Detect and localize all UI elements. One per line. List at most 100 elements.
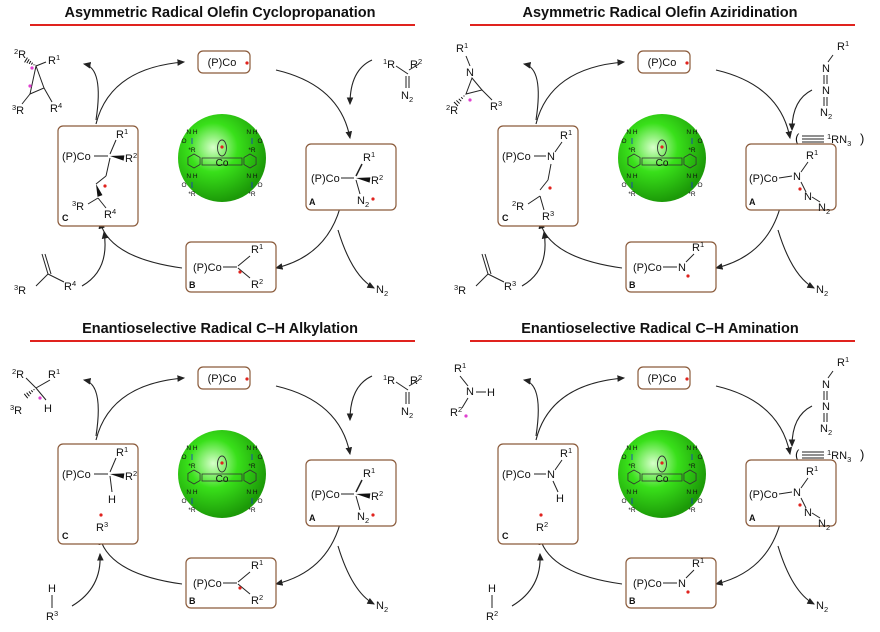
box-A-r2: R2	[371, 173, 383, 187]
box-B-text: (P)Co	[193, 578, 222, 590]
box-A-n2: N	[804, 191, 812, 203]
prod-r2: 2R	[446, 103, 458, 117]
box-A-n1: N	[793, 171, 801, 183]
arrow-to-B	[274, 523, 341, 586]
aryl-ring	[627, 469, 641, 485]
azide-paren-label: 1RN3	[827, 132, 851, 148]
arrow-to-B	[714, 523, 781, 586]
panel-title: Asymmetric Radical Olefin Aziridination	[522, 5, 798, 21]
stereo-dot	[464, 414, 468, 418]
panel-alkylation: Enantioselective Radical C–H Alkylation …	[0, 316, 440, 632]
arrow-to-C	[98, 220, 183, 269]
box-A	[305, 143, 397, 211]
amide-oxygen: O	[621, 454, 626, 461]
box-A-n3: N2	[818, 202, 830, 216]
box-B-r1: R1	[251, 242, 263, 256]
ch-r: R3	[46, 609, 58, 623]
box-C-r2: 2R	[512, 199, 524, 213]
box-A-radical	[798, 187, 802, 191]
box-C	[57, 443, 139, 545]
amide-nh: N H	[626, 129, 638, 136]
panel-title: Enantioselective Radical C–H Alkylation	[82, 321, 358, 337]
catalyst-radical	[685, 61, 689, 65]
amide-oxygen: O	[181, 138, 186, 145]
n2-release-arrow	[337, 229, 375, 289]
box-A-n2: N2	[357, 195, 369, 209]
bond-line	[109, 139, 117, 155]
catalyst-box	[197, 50, 251, 74]
bond-line	[395, 65, 409, 75]
bond-line	[109, 457, 117, 473]
catalyst-label: (P)Co	[208, 57, 237, 69]
bond-line	[778, 175, 793, 179]
amide-oxygen: O	[697, 182, 702, 189]
box-C-radical	[539, 513, 543, 517]
box-A-r2: R2	[371, 489, 383, 503]
porphyrin-plane	[201, 473, 243, 482]
box-A	[745, 143, 837, 211]
box-C-text: (P)Co	[502, 151, 531, 163]
product-arrow	[82, 62, 99, 121]
prod-r2: 2R	[12, 367, 24, 381]
cobalt-label: Co	[656, 474, 669, 485]
box-A-r1: R1	[806, 464, 818, 478]
prod-r1: R1	[456, 41, 468, 55]
azide-n3: N2	[820, 107, 832, 121]
amide-oxygen: O	[697, 498, 702, 505]
stereo-dot	[28, 84, 32, 88]
panel-amination: Enantioselective Radical C–H Amination C…	[440, 316, 880, 632]
chiral-r: *R	[188, 191, 196, 198]
box-C-r4: R4	[104, 207, 116, 221]
stereo-dot	[38, 396, 42, 400]
catalyst-label: (P)Co	[648, 373, 677, 385]
box-A-n2: N	[804, 507, 812, 519]
substrate-arrow	[81, 230, 109, 287]
box-C-h: H	[108, 494, 116, 506]
chiral-r: *R	[628, 463, 636, 470]
amide-oxygen: O	[257, 454, 262, 461]
hash-mark	[463, 95, 465, 97]
catalyst-radical	[245, 61, 249, 65]
box-A-label: A	[749, 513, 756, 523]
prod-n: N	[466, 386, 474, 398]
cobalt-label: Co	[656, 158, 669, 169]
porphyrin-plane	[641, 157, 683, 166]
orbital-lobe	[657, 455, 667, 473]
cobalt-radical-dot	[220, 461, 224, 465]
substrate-arrow	[521, 230, 549, 287]
bond-line	[395, 381, 409, 391]
box-C-r1: R1	[116, 445, 128, 459]
catalytic-cycle: CoN HO*RN HO*RN HO*RN HO*R(P)CoN2R1NNN2(…	[446, 39, 864, 298]
catalyst-label: (P)Co	[648, 57, 677, 69]
bond-line	[461, 397, 469, 409]
n2-release-arrow	[337, 545, 375, 605]
title-rule	[470, 24, 855, 26]
panel-cyclopropanation: Asymmetric Radical Olefin Cyclopropanati…	[0, 0, 440, 316]
title-rule	[30, 24, 415, 26]
prod-r2: R2	[450, 405, 462, 419]
panel-title: Enantioselective Radical C–H Amination	[521, 321, 799, 337]
product-arrow	[82, 378, 99, 437]
bond-line	[355, 495, 361, 511]
bond-line	[539, 179, 549, 191]
cobalt-label: Co	[216, 158, 229, 169]
box-B-radical	[686, 274, 690, 278]
prod-r3: R3	[490, 99, 502, 113]
bond-line	[827, 370, 834, 379]
chiral-r: *R	[688, 463, 696, 470]
box-B-n: N	[678, 262, 686, 274]
bond-line	[237, 583, 251, 595]
amide-nh: N H	[686, 129, 698, 136]
box-A-wedge	[356, 177, 371, 183]
azide-n3: N2	[820, 423, 832, 437]
amide-nh: N H	[186, 129, 198, 136]
arrow-to-C	[538, 536, 623, 585]
stereo-dot	[30, 66, 34, 70]
title-rule	[470, 340, 855, 342]
substrate-arrow	[71, 552, 104, 607]
arrow-to-catalyst	[95, 375, 186, 441]
box-C	[57, 125, 139, 227]
box-B-label: B	[189, 280, 196, 290]
